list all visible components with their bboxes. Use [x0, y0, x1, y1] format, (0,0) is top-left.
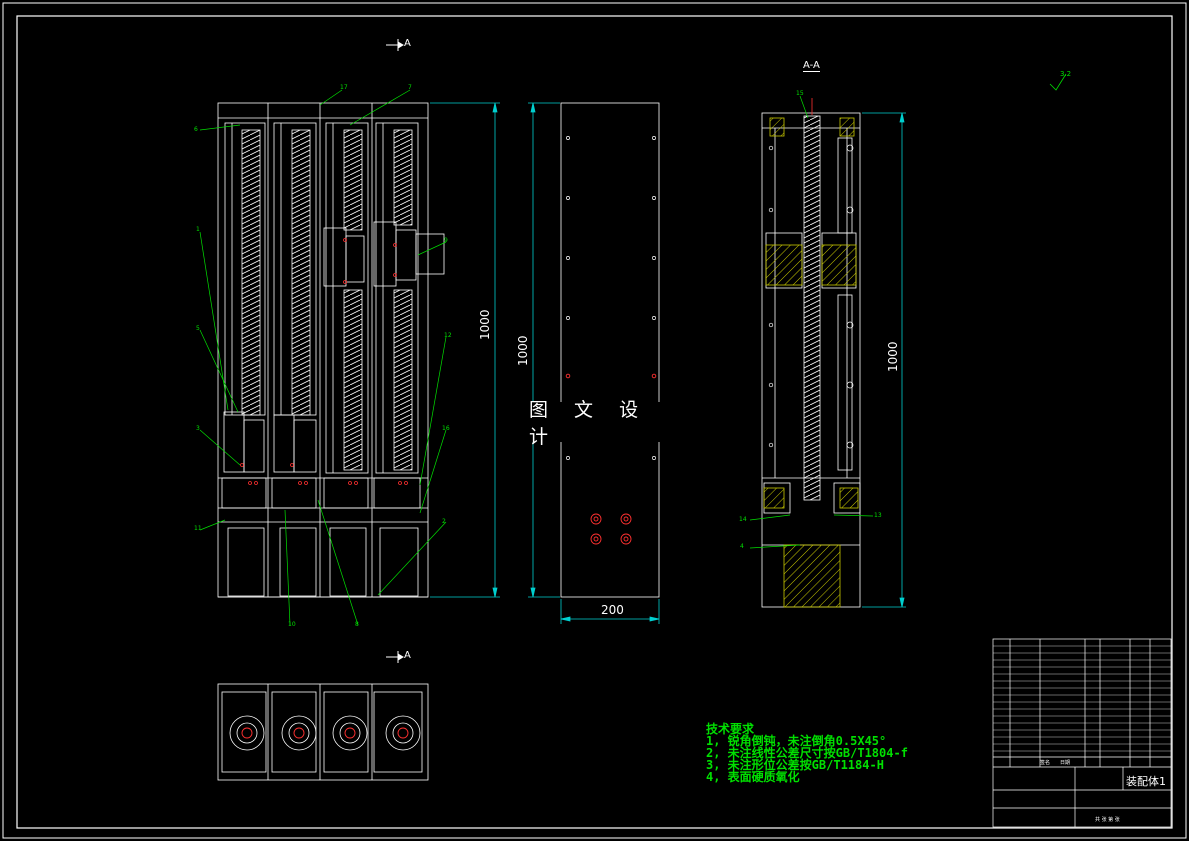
front-dimension [430, 102, 500, 598]
roughness-mark [1049, 73, 1067, 91]
balloon-14: 14 [739, 516, 747, 523]
balloon-3: 3 [196, 425, 200, 432]
drawing-title: 装配体1 [1126, 775, 1166, 788]
balloon-16: 16 [442, 425, 450, 432]
tech-req-item: 4, 表面硬质氧化 [706, 770, 800, 784]
plate-view [560, 102, 660, 598]
balloon-8: 8 [355, 621, 359, 628]
balloon-11: 11 [194, 525, 202, 532]
section-arrow-top [386, 39, 404, 51]
balloon-12: 12 [444, 332, 452, 339]
plate-dimensions [528, 102, 660, 624]
balloon-4: 4 [740, 543, 744, 550]
bottom-view-red [241, 727, 409, 739]
section-label-bottom: A [404, 650, 411, 661]
balloon-9: 9 [444, 237, 448, 244]
balloon-6: 6 [194, 126, 198, 133]
balloon-2: 2 [442, 518, 446, 525]
title-block-grid [992, 638, 1172, 828]
section-title: A-A [803, 60, 820, 72]
balloon-1: 1 [196, 226, 200, 233]
title-block-rows [993, 645, 1171, 752]
balloon-7: 7 [408, 84, 412, 91]
title-block-sign: 签名 [1040, 760, 1051, 766]
front-view [217, 102, 445, 598]
section-hatch [763, 117, 859, 608]
balloon-13: 13 [874, 512, 882, 519]
section-label-top: A [404, 38, 411, 49]
balloon-5: 5 [196, 325, 200, 332]
tech-req-item: 3, 未注形位公差按GB/T1184-H [706, 758, 884, 772]
bottom-view [217, 683, 429, 781]
title-block-sheets: 共 张 第 张 [1095, 817, 1120, 823]
balloon-10: 10 [288, 621, 296, 628]
front-height-dimension: 1000 [478, 309, 492, 340]
inner-border [16, 15, 1173, 829]
technical-requirements: 技术要求 1, 锐角倒钝，未注倒角0.5X45° 2, 未注线性公差尺寸按GB/… [706, 723, 908, 783]
roughness-value: 3.2 [1060, 70, 1072, 78]
section-small-holes [768, 144, 854, 449]
section-height-dimension: 1000 [886, 341, 900, 372]
tech-req-item: 2, 未注线性公差尺寸按GB/T1804-f [706, 746, 908, 760]
watermark: 图 文 设 计 [529, 399, 667, 448]
front-view-holes [240, 238, 408, 485]
title-block-date: 日期 [1060, 760, 1071, 766]
section-leaders [749, 95, 874, 549]
section-arrow-bottom [386, 651, 404, 663]
plate-holes [566, 136, 656, 460]
balloon-15: 15 [796, 90, 804, 97]
front-leaders [199, 89, 447, 626]
plate-height-dimension: 1000 [516, 335, 530, 366]
tech-req-title: 技术要求 [706, 722, 755, 736]
section-screw [803, 115, 821, 501]
tech-req-item: 1, 锐角倒钝，未注倒角0.5X45° [706, 734, 887, 748]
section-dimension [862, 112, 906, 608]
plate-width-dimension: 200 [601, 603, 624, 617]
balloon-17: 17 [340, 84, 348, 91]
plate-red-holes [565, 373, 657, 545]
